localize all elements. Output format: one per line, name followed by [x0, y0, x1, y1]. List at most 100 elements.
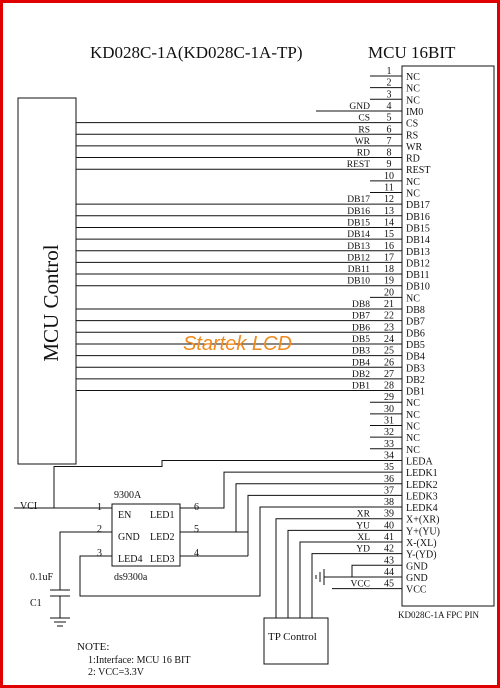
pin-signal-40: YU — [356, 521, 370, 531]
pin-number-44: 44 — [384, 567, 394, 578]
pin-number-3: 3 — [387, 89, 392, 100]
pin-signal-16: DB13 — [347, 242, 370, 252]
watermark: Startek LCD — [183, 333, 292, 355]
pin-name-11: NC — [406, 189, 420, 200]
pin-number-36: 36 — [384, 474, 394, 485]
wires — [14, 110, 370, 627]
pin-number-43: 43 — [384, 555, 394, 566]
tp-control-label: TP Control — [268, 631, 317, 643]
net-ledk4 — [79, 506, 370, 597]
pin-name-36: LEDK2 — [406, 480, 438, 491]
pin-number-19: 19 — [384, 276, 394, 287]
note-line-1: 1:Interface: MCU 16 BIT — [88, 655, 190, 666]
pin-signal-7: WR — [355, 137, 371, 147]
pin-name-26: DB3 — [406, 363, 425, 374]
pin-signal-12: DB17 — [347, 195, 370, 205]
pin-name-2: NC — [406, 84, 420, 95]
pin-name-25: DB4 — [406, 352, 425, 363]
driver-pin1: 1 — [97, 502, 102, 513]
pin-signal-26: DB4 — [352, 358, 370, 368]
pin-signal-8: RD — [357, 149, 370, 159]
driver-pin5: 5 — [194, 524, 199, 535]
pin-number-7: 7 — [387, 136, 392, 147]
pin-number-35: 35 — [384, 462, 394, 473]
pin-name-7: WR — [406, 142, 422, 153]
pin-number-6: 6 — [387, 124, 392, 135]
diagram-title: KD028C-1A(KD028C-1A-TP) — [90, 43, 302, 62]
pin-name-14: DB15 — [406, 223, 430, 234]
pin-number-5: 5 — [387, 113, 392, 124]
pin-name-24: DB5 — [406, 340, 425, 351]
pin-signal-9: REST — [347, 160, 370, 170]
pin-name-1: NC — [406, 72, 420, 83]
pin-name-20: NC — [406, 293, 420, 304]
pin-number-45: 45 — [384, 579, 394, 590]
pin-number-40: 40 — [384, 520, 394, 531]
pin-number-2: 2 — [387, 78, 392, 89]
net-tp-pin-40 — [287, 529, 370, 618]
driver-pin3: 3 — [97, 548, 102, 559]
pin-number-8: 8 — [387, 148, 392, 159]
connector-outline — [401, 65, 495, 607]
pin-number-23: 23 — [384, 322, 394, 333]
pin-name-43: GND — [406, 561, 428, 572]
pin-name-17: DB12 — [406, 258, 430, 269]
pin-name-35: LEDK1 — [406, 468, 438, 479]
pin-name-23: DB6 — [406, 328, 425, 339]
pin-name-12: DB17 — [406, 200, 430, 211]
pin-number-21: 21 — [384, 299, 394, 310]
pin-number-41: 41 — [384, 532, 394, 543]
net-tp-pin-41 — [299, 541, 370, 618]
pin-name-34: LEDA — [406, 456, 433, 467]
pin-number-27: 27 — [384, 369, 394, 380]
pin-name-10: NC — [406, 177, 420, 188]
diagram-subtitle: MCU 16BIT — [368, 43, 456, 62]
pin-signal-28: DB1 — [352, 382, 370, 392]
pin-signal-13: DB16 — [347, 207, 370, 217]
pin-number-26: 26 — [384, 357, 394, 368]
capacitor-name: C1 — [30, 598, 42, 609]
driver-led3: LED3 — [150, 554, 174, 565]
net-tp-pin-39 — [275, 518, 370, 618]
pin-name-28: DB1 — [406, 387, 425, 398]
pin-name-13: DB16 — [406, 212, 430, 223]
driver-led1: LED1 — [150, 510, 174, 521]
vci-label: VCI — [20, 501, 37, 512]
pin-name-42: Y-(YD) — [406, 550, 437, 561]
pin-name-29: NC — [406, 398, 420, 409]
pin-number-42: 42 — [384, 544, 394, 555]
pin-number-39: 39 — [384, 509, 394, 520]
pin-name-45: VCC — [406, 585, 427, 596]
pin-number-17: 17 — [384, 252, 394, 263]
pin-name-39: X+(XR) — [406, 515, 439, 526]
capacitor-value: 0.1uF — [30, 572, 54, 583]
pin-name-33: NC — [406, 445, 420, 456]
led-driver-chip — [111, 503, 181, 567]
driver-pin2: 2 — [97, 524, 102, 535]
pin-number-13: 13 — [384, 206, 394, 217]
pin-number-16: 16 — [384, 241, 394, 252]
net-tp-pin-42 — [311, 553, 370, 618]
driver-pin6: 6 — [194, 502, 199, 513]
pin-number-33: 33 — [384, 439, 394, 450]
pin-number-37: 37 — [384, 485, 394, 496]
net-gnd — [59, 531, 112, 590]
pin-name-9: REST — [406, 165, 430, 176]
net-ledk1 — [180, 471, 370, 509]
driver-led2: LED2 — [150, 532, 174, 543]
connector-pins: 1NC2NC3NC4IM0GND5CSCS6RSRS7WRWR8RDRD9RES… — [347, 66, 440, 596]
pin-signal-22: DB7 — [352, 312, 370, 322]
pin-name-8: RD — [406, 154, 420, 165]
pin-signal-4: GND — [349, 102, 370, 112]
pin-name-4: IM0 — [406, 107, 423, 118]
pin-number-12: 12 — [384, 194, 394, 205]
pin-number-34: 34 — [384, 450, 394, 461]
pin-name-44: GND — [406, 573, 428, 584]
note-title: NOTE: — [77, 641, 109, 653]
pin-number-38: 38 — [384, 497, 394, 508]
pin-signal-21: DB8 — [352, 300, 370, 310]
pin-number-1: 1 — [387, 66, 392, 77]
note-line-2: 2: VCC=3.3V — [88, 667, 145, 678]
